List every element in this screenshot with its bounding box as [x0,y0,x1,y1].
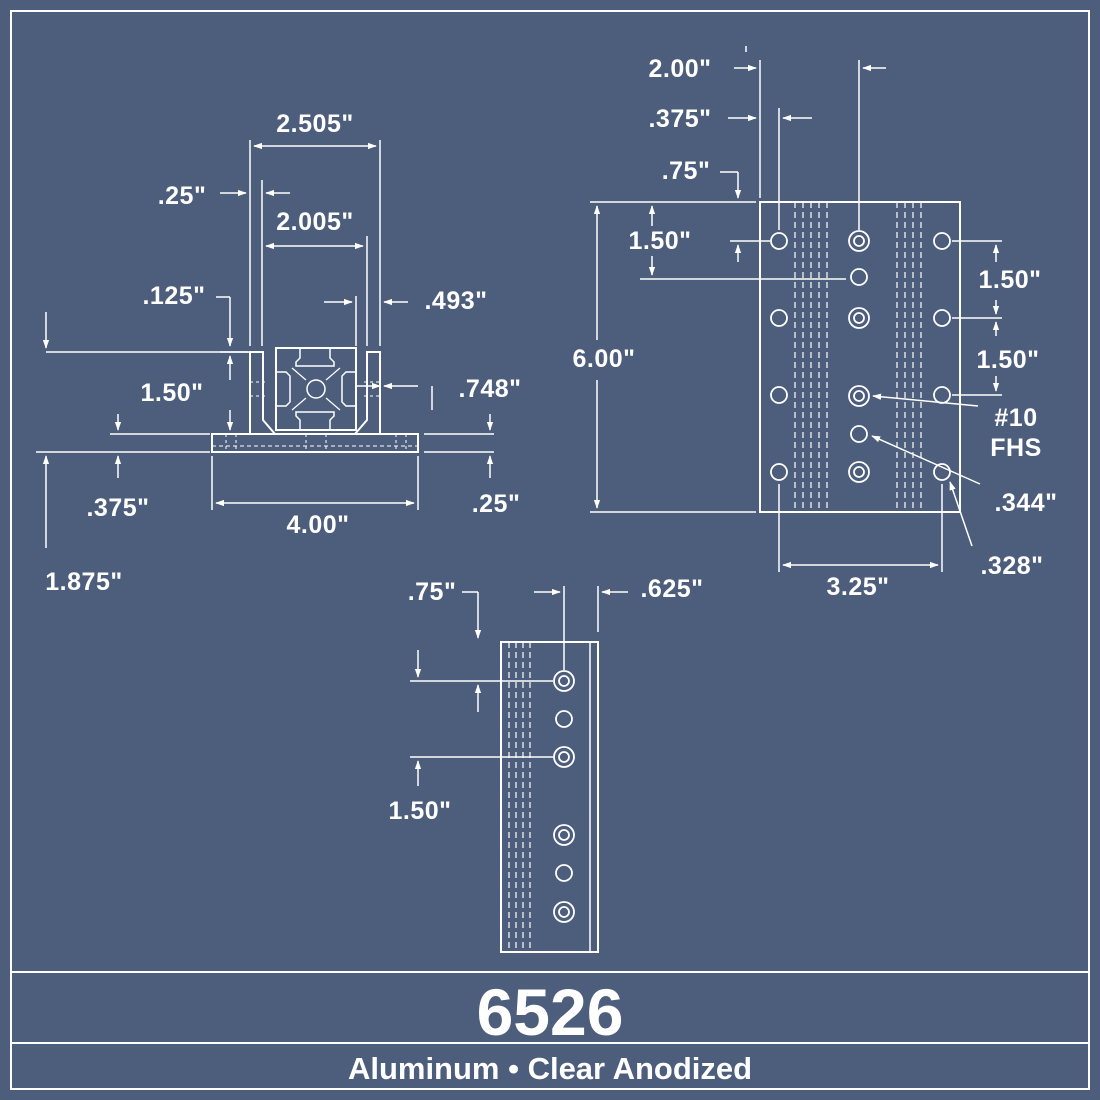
dim-label-0-625: .625" [640,575,703,603]
dim-label-2-505: 2.505" [276,110,353,138]
title-block: 6526 Aluminum • Clear Anodized [348,975,752,1086]
callout-screw-size: #10 [994,404,1037,432]
side-view-outline [500,641,599,953]
callout-screw-type: FHS [990,434,1042,462]
front-view-dimension-lines [590,46,1002,572]
dim-label-1-875: 1.875" [45,568,122,596]
dim-label-0-375-base: .375" [86,494,149,522]
side-view-dimension-lines [410,586,628,786]
end-view-outline [211,347,419,453]
front-view-labels: 2.00" .375" .75" 1.50" 6.00" 1.50" 1.50"… [572,55,1057,601]
drawing-border [10,10,1090,1090]
dim-label-1-50-right-b: 1.50" [976,346,1039,374]
dim-label-0-125: .125" [142,282,205,310]
dim-label-0-493: .493" [424,287,487,315]
dim-label-0-375-top: .375" [648,105,711,133]
end-view-dimension-lines [36,140,494,548]
dim-label-1-50-height: 1.50" [140,379,203,407]
dim-label-0-75-top: .75" [662,157,711,185]
dim-label-0-75-side: .75" [408,578,457,606]
dim-label-0-25-wall: .25" [158,182,207,210]
side-view: .75" .625" 1.50" [388,575,703,953]
dim-label-0-25-base: .25" [472,490,521,518]
dim-label-0-748: .748" [458,375,521,403]
dim-label-2-00: 2.00" [648,55,711,83]
callout-hole-0-344: .344" [994,489,1057,517]
end-view: 2.505" .25" 2.005" .125" .493" 1.50" .74… [36,110,521,596]
end-view-labels: 2.505" .25" 2.005" .125" .493" 1.50" .74… [45,110,521,596]
callout-hole-0-328: .328" [980,552,1043,580]
front-view: 2.00" .375" .75" 1.50" 6.00" 1.50" 1.50"… [572,46,1057,601]
dim-label-1-50-side: 1.50" [388,797,451,825]
side-view-labels: .75" .625" 1.50" [388,575,703,825]
dim-label-2-005: 2.005" [276,208,353,236]
material-finish: Aluminum • Clear Anodized [348,1051,752,1086]
front-view-holes [770,230,951,483]
front-view-outline [759,201,961,513]
dim-label-6-00: 6.00" [572,345,635,373]
dim-label-4-00: 4.00" [286,511,349,539]
part-number: 6526 [477,975,624,1049]
side-view-holes [553,670,575,923]
dim-label-1-50-right-a: 1.50" [978,266,1041,294]
dim-label-1-50-left: 1.50" [628,227,691,255]
dim-label-3-25: 3.25" [826,573,889,601]
